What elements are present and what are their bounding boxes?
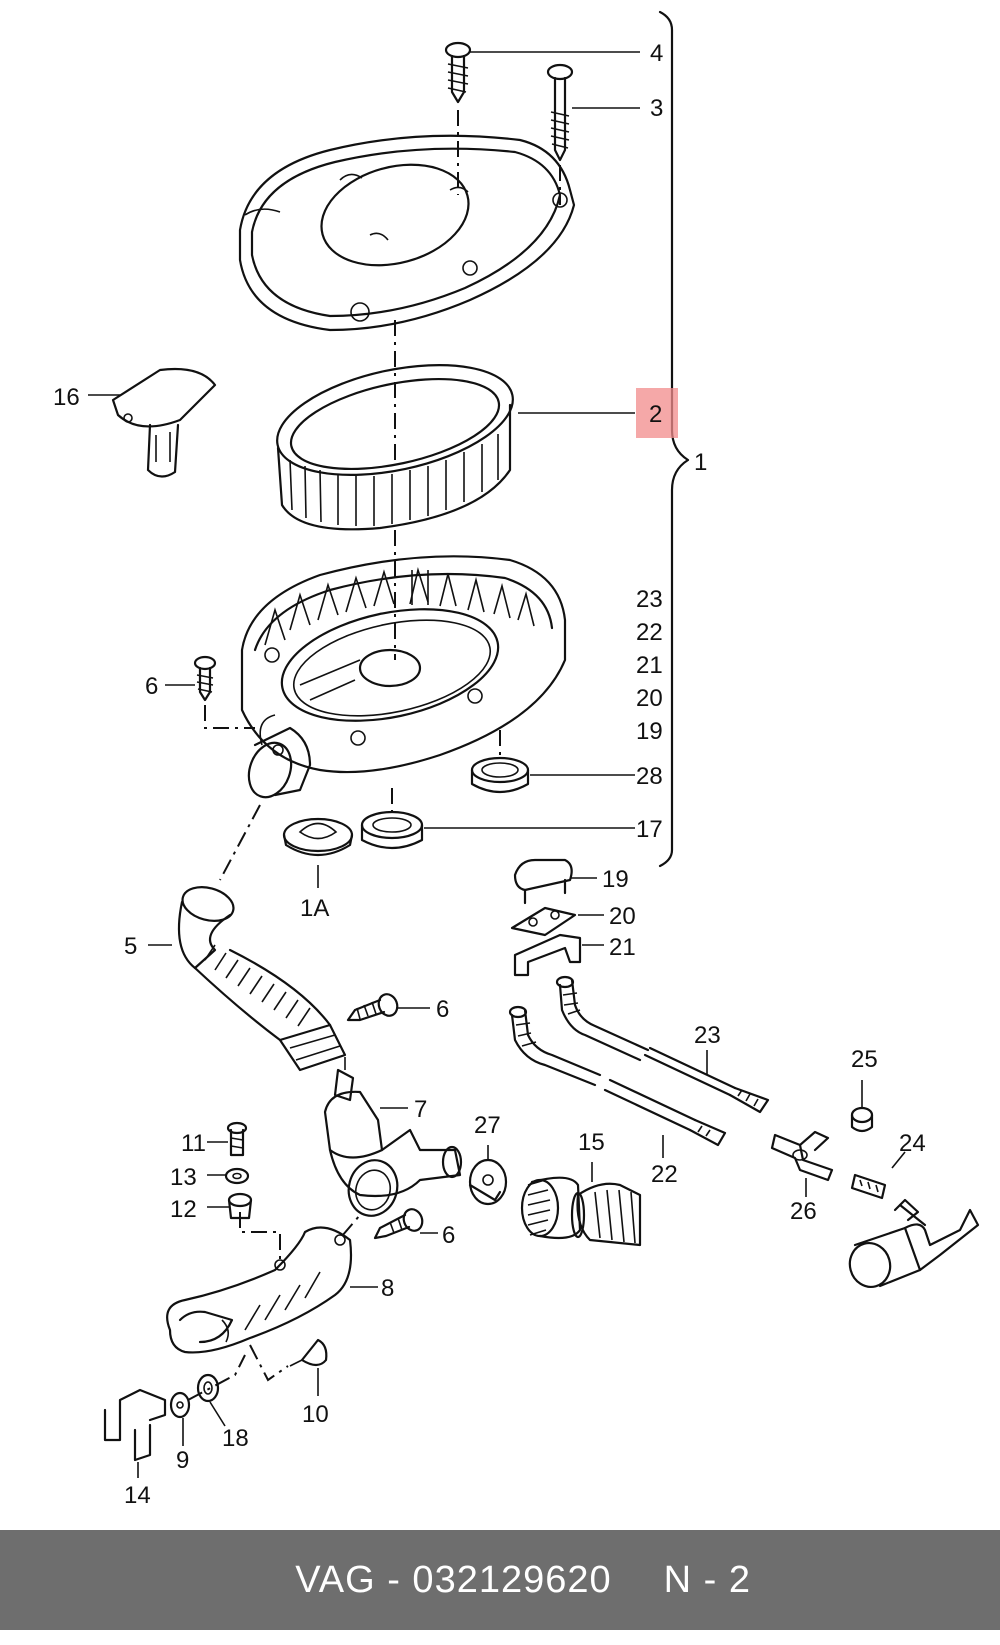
vacuum-line-22 — [508, 1005, 727, 1147]
callout-26: 26 — [790, 1198, 817, 1225]
callout-23: 23 — [694, 1022, 721, 1049]
screw-6-middle-icon — [346, 993, 399, 1022]
check-valve — [848, 1198, 980, 1288]
footer-bar: VAG - 032129620 N - 2 — [0, 1530, 1000, 1630]
seal-20 — [510, 906, 577, 937]
washer-13 — [224, 1167, 250, 1185]
callout-8: 8 — [381, 1275, 394, 1302]
callout-20: 20 — [609, 903, 636, 930]
hose-24 — [850, 1173, 887, 1200]
air-filter-housing — [240, 555, 567, 774]
callout-10: 10 — [302, 1401, 329, 1428]
grommet-28 — [470, 756, 530, 794]
callout-7: 7 — [414, 1096, 427, 1123]
highlight-callout-2 — [636, 388, 678, 438]
callout-23-group: 23 — [636, 586, 663, 613]
callout-4: 4 — [650, 40, 663, 67]
washer-9 — [169, 1391, 191, 1419]
callout-2: 2 — [649, 401, 662, 428]
callout-1: 1 — [694, 449, 707, 476]
callout-9: 9 — [176, 1447, 189, 1474]
intake-hose-5 — [177, 886, 347, 1072]
callout-20-group: 20 — [636, 685, 663, 712]
cap-19 — [513, 858, 573, 905]
housing-intake-snout — [247, 726, 312, 799]
grommet-18 — [196, 1373, 220, 1403]
hose-clamp-27 — [468, 1158, 508, 1206]
callout-17: 17 — [636, 816, 663, 843]
callout-16: 16 — [53, 384, 80, 411]
callout-6-upper: 6 — [145, 673, 158, 700]
screw-6-lower-icon — [373, 1208, 424, 1240]
callout-22: 22 — [651, 1161, 678, 1188]
callout-12: 12 — [170, 1196, 197, 1223]
air-filter-cover — [238, 134, 576, 332]
callout-27: 27 — [474, 1112, 501, 1139]
bolt-11 — [226, 1121, 248, 1157]
clip-10 — [289, 1338, 328, 1367]
callout-1A: 1A — [300, 895, 329, 922]
callout-19: 19 — [602, 866, 629, 893]
diagram-position-label: N - 2 — [663, 1558, 751, 1601]
callout-21-group: 21 — [636, 652, 663, 679]
screw-4-icon — [444, 41, 472, 104]
warm-air-duct-8 — [166, 1226, 353, 1354]
cap-25 — [850, 1106, 874, 1133]
callout-21: 21 — [609, 934, 636, 961]
footer-text: VAG - 032129620 N - 2 — [249, 1516, 751, 1645]
callout-19-group: 19 — [636, 718, 663, 745]
screw-6-upper-icon — [193, 655, 217, 702]
part-number-label: VAG - 032129620 — [295, 1558, 612, 1601]
callout-3: 3 — [650, 95, 663, 122]
callout-13: 13 — [170, 1164, 197, 1191]
callout-14: 14 — [124, 1482, 151, 1509]
vacuum-line-23 — [555, 975, 770, 1114]
callout-18: 18 — [222, 1425, 249, 1452]
bracket-21 — [513, 933, 582, 977]
callout-24: 24 — [899, 1130, 926, 1157]
nut-12 — [227, 1192, 253, 1220]
hose-15a — [520, 1176, 582, 1240]
exploded-parts-diagram: 4 3 2 1 16 23 22 21 20 19 28 17 6 1A 19 … — [53, 10, 980, 1509]
plug-16 — [111, 367, 217, 478]
hose-15b — [570, 1182, 642, 1247]
t-connector-26 — [770, 1130, 834, 1182]
callout-6-lower: 6 — [442, 1222, 455, 1249]
callout-15: 15 — [578, 1129, 605, 1156]
group-bracket — [658, 10, 690, 868]
screw-3-icon — [546, 63, 574, 162]
callout-6-middle: 6 — [436, 996, 449, 1023]
callout-28: 28 — [636, 763, 663, 790]
cap-1A — [282, 817, 354, 856]
callout-25: 25 — [851, 1046, 878, 1073]
callout-11: 11 — [181, 1130, 206, 1157]
callout-22-group: 22 — [636, 619, 663, 646]
grommet-17 — [360, 810, 424, 850]
air-valve-7 — [323, 1068, 463, 1217]
filter-element — [276, 363, 514, 531]
bracket-14 — [103, 1388, 167, 1462]
callout-5: 5 — [124, 933, 137, 960]
